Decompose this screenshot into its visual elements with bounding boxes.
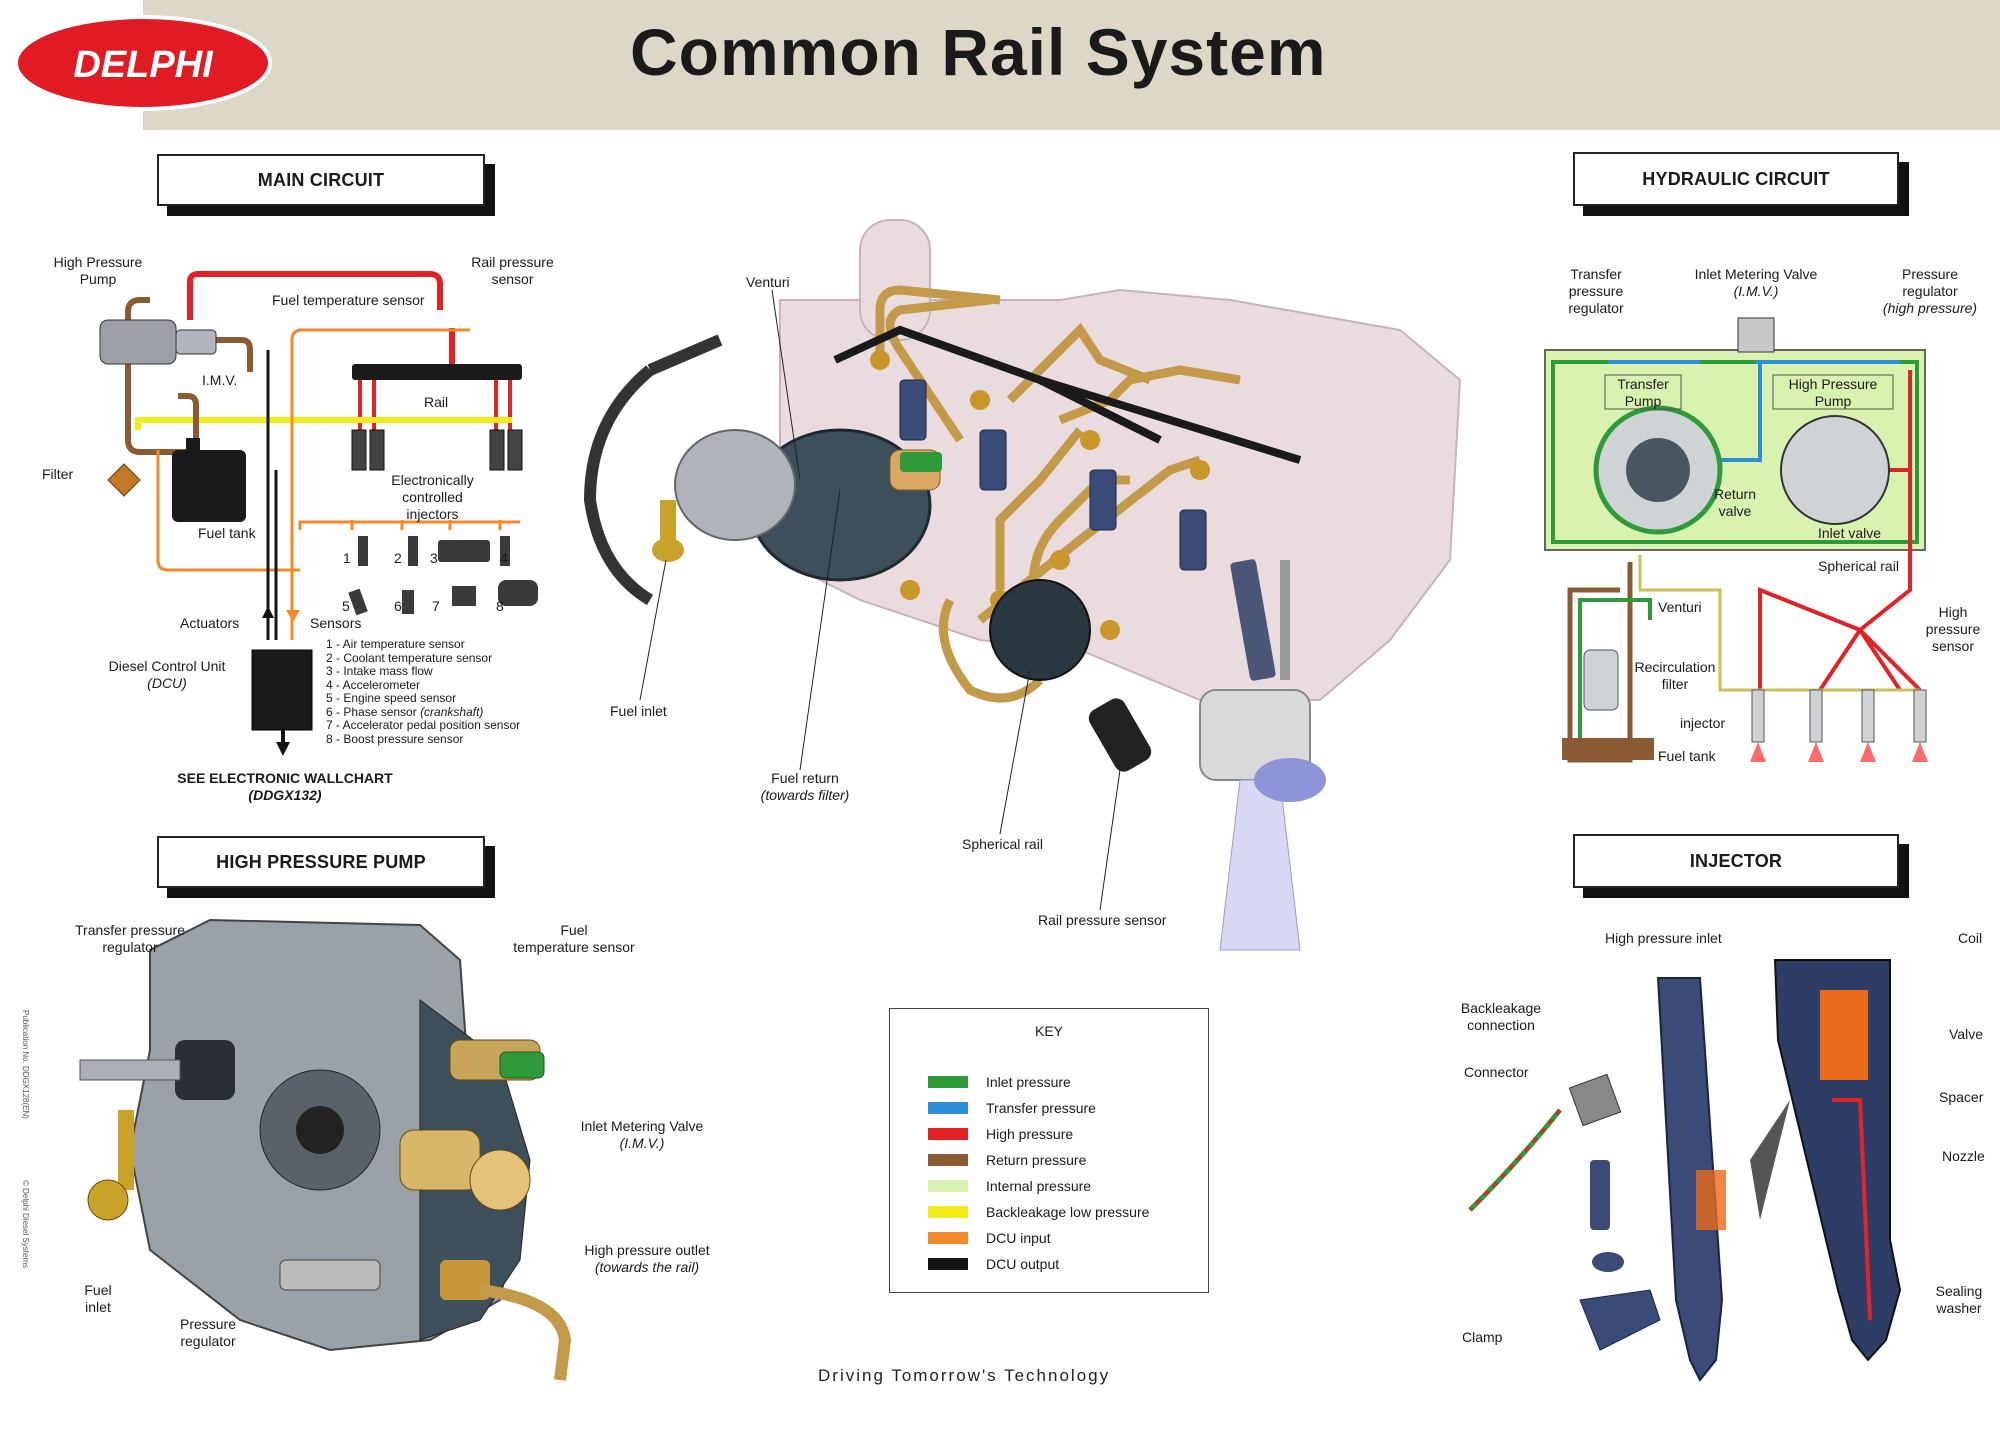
high-pressure-pump-heading: HIGH PRESSURE PUMP	[157, 836, 485, 888]
key-swatch-backleakage	[928, 1206, 968, 1218]
brand-name: DELPHI	[73, 44, 214, 86]
key-label: Return pressure	[986, 1152, 1087, 1168]
inj-valve-label: Valve	[1949, 1026, 1983, 1042]
mc-rail-label: Rail	[424, 394, 449, 410]
key-label: High pressure	[986, 1126, 1074, 1142]
hpp-imv-label: Inlet Metering Valve(I.M.V.)	[580, 1118, 704, 1151]
key-row: High pressure	[928, 1124, 1073, 1144]
inj-hp-inlet-label: High pressure inlet	[1605, 930, 1722, 946]
publication-number: Publication No. DDGX128(EN)	[21, 1010, 30, 1119]
key-row: Return pressure	[928, 1150, 1086, 1170]
engine-rail-pressure-sensor-label: Rail pressure sensor	[1038, 912, 1167, 928]
delphi-logo: DELPHI	[14, 15, 272, 111]
mc-imv-label: I.M.V.	[202, 372, 238, 388]
hyd-imv-label: Inlet Metering Valve(I.M.V.)	[1694, 266, 1818, 299]
hyd-venturi-label: Venturi	[1658, 599, 1702, 615]
mc-sensor-number-1: 1	[343, 550, 351, 566]
key-swatch-return	[928, 1154, 968, 1166]
mc-actuators-label: Actuators	[180, 615, 240, 631]
mc-sensor-number-8: 8	[496, 598, 504, 614]
key-row: Inlet pressure	[928, 1072, 1071, 1092]
hyd-spherical-rail-label: Spherical rail	[1818, 558, 1899, 574]
inj-clamp-label: Clamp	[1462, 1329, 1503, 1345]
injector-heading: INJECTOR	[1573, 834, 1899, 888]
key-row: DCU output	[928, 1254, 1059, 1274]
mc-filter-label: Filter	[42, 466, 74, 482]
hyd-injector-label: injector	[1680, 715, 1726, 731]
key-swatch-transfer	[928, 1102, 968, 1114]
key-label: DCU output	[986, 1256, 1060, 1272]
mc-fuel-temperature-sensor-label: Fuel temperature sensor	[272, 292, 425, 308]
mc-sensor-number-2: 2	[394, 550, 402, 566]
key-label: Backleakage low pressure	[986, 1204, 1150, 1220]
mc-sensor-number-5: 5	[342, 598, 350, 614]
key-legend: KEY Inlet pressure Transfer pressure Hig…	[889, 1008, 1209, 1293]
key-swatch-dcu-input	[928, 1232, 968, 1244]
mc-fuel-tank-label: Fuel tank	[198, 525, 256, 541]
mc-sensor-number-6: 6	[394, 598, 402, 614]
page-title: Common Rail System	[630, 15, 1327, 89]
key-row: Transfer pressure	[928, 1098, 1096, 1118]
inj-coil-label: Coil	[1958, 930, 1983, 946]
key-row: Backleakage low pressure	[928, 1202, 1149, 1222]
copyright-note: © Delphi Diesel Systems	[21, 1180, 30, 1269]
engine-venturi-label: Venturi	[746, 274, 790, 290]
hydraulic-circuit-heading: HYDRAULIC CIRCUIT	[1573, 152, 1899, 206]
mc-sensor-number-7: 7	[432, 598, 440, 614]
key-swatch-high	[928, 1128, 968, 1140]
engine-spherical-rail-label: Spherical rail	[962, 836, 1043, 852]
hyd-inlet-valve-label: Inlet valve	[1818, 525, 1882, 541]
mc-dcu-label: Diesel Control Unit(DCU)	[108, 658, 226, 691]
mc-sensors-label: Sensors	[310, 615, 362, 631]
main-circuit-diagram	[99, 271, 538, 756]
key-swatch-internal	[928, 1180, 968, 1192]
key-label: Transfer pressure	[986, 1100, 1096, 1116]
footer-tagline: Driving Tomorrow's Technology	[818, 1366, 1111, 1385]
engine-fuel-inlet-label: Fuel inlet	[610, 703, 667, 719]
main-circuit-heading: MAIN CIRCUIT	[157, 154, 485, 206]
key-swatch-inlet	[928, 1076, 968, 1088]
key-title: KEY	[1034, 1023, 1063, 1039]
hpp-hp-outlet-label: High pressure outlet(towards the rail)	[584, 1242, 710, 1275]
inj-nozzle-label: Nozzle	[1942, 1148, 1985, 1164]
key-row: DCU input	[928, 1228, 1051, 1248]
key-swatch-dcu-output	[928, 1258, 968, 1270]
key-label: DCU input	[986, 1230, 1051, 1246]
mc-sensor-number-3: 3	[430, 550, 438, 566]
hyd-fuel-tank-label: Fuel tank	[1658, 748, 1716, 764]
inj-spacer-label: Spacer	[1939, 1089, 1984, 1105]
key-row: Internal pressure	[928, 1176, 1091, 1196]
key-label: Inlet pressure	[986, 1074, 1071, 1090]
mc-sensor-number-4: 4	[500, 550, 508, 566]
mc-sensor-list: 1 - Air temperature sensor 2 - Coolant t…	[326, 637, 521, 746]
key-label: Internal pressure	[986, 1178, 1092, 1194]
inj-connector-label: Connector	[1464, 1064, 1529, 1080]
engine-fuel-return-label: Fuel return(towards filter)	[760, 770, 850, 803]
mc-see-wallchart: SEE ELECTRONIC WALLCHART(DDGX132)	[177, 770, 393, 803]
